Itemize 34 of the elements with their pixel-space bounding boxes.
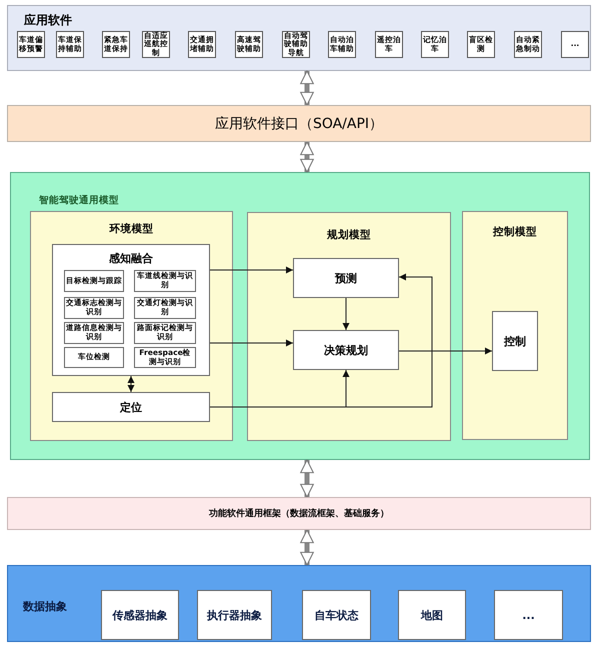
process-box: 地图 xyxy=(398,590,466,640)
panel-title: 智能驾驶通用模型 xyxy=(39,194,119,207)
process-box: 决策规划 xyxy=(293,330,399,370)
module-panel xyxy=(247,212,451,441)
layer-band xyxy=(7,565,591,642)
layer-band: 功能软件通用框架（数据流框架、基础服务） xyxy=(7,497,591,530)
process-box xyxy=(52,244,210,376)
panel-title: 应用软件 xyxy=(24,12,72,29)
layer-band xyxy=(7,5,591,71)
process-box: ... xyxy=(494,590,563,640)
double-arrow xyxy=(300,459,314,498)
process-box: 预测 xyxy=(293,258,399,298)
double-arrow xyxy=(300,529,314,566)
double-arrow xyxy=(300,141,314,173)
arrow xyxy=(398,348,492,354)
panel-title: 数据抽象 xyxy=(23,599,67,614)
arrow xyxy=(342,298,350,330)
panel-title: 控制模型 xyxy=(492,225,538,239)
arrow xyxy=(210,266,294,274)
arrow xyxy=(128,376,134,392)
panel-title: 环境模型 xyxy=(108,222,154,236)
process-box: 执行器抽象 xyxy=(197,590,272,640)
model-panel xyxy=(10,172,590,460)
process-box: 定位 xyxy=(52,392,210,422)
layer-band: 应用软件接口（SOA/API） xyxy=(7,105,591,142)
arrow xyxy=(210,340,294,346)
process-box: 自车状态 xyxy=(302,590,371,640)
module-panel xyxy=(462,211,568,440)
panel-title: 规划模型 xyxy=(326,228,372,242)
module-panel xyxy=(30,211,233,441)
panel-title: 感知融合 xyxy=(108,251,154,266)
double-arrow xyxy=(300,70,314,106)
process-box: 控制 xyxy=(492,311,538,371)
process-box: 传感器抽象 xyxy=(101,590,179,640)
